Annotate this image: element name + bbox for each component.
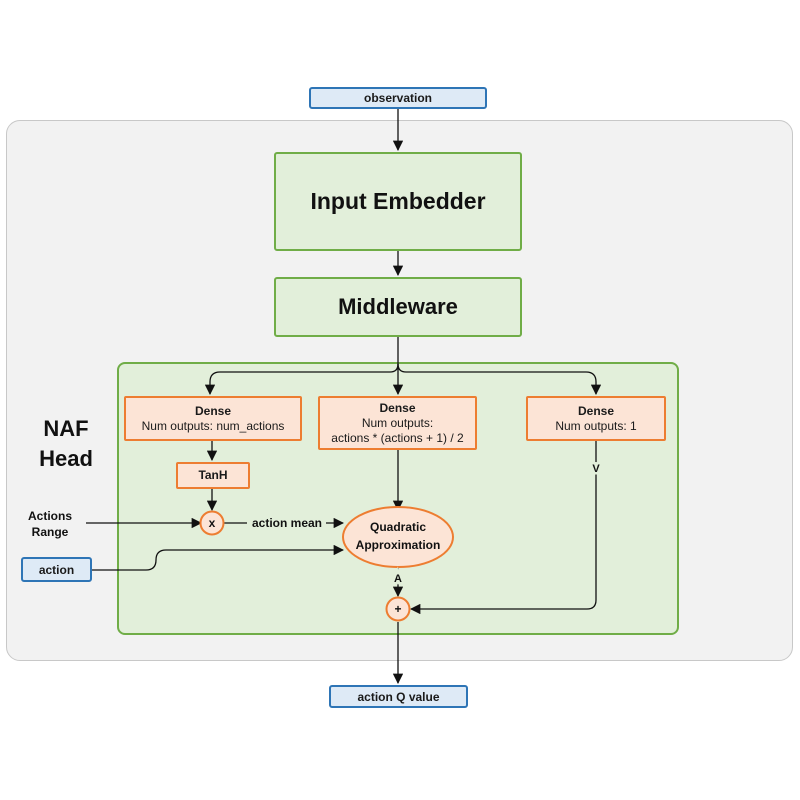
multiply-node: [199, 510, 225, 536]
quadratic-approximation-node: [342, 506, 454, 568]
input-embedder-block: Input Embedder: [274, 152, 522, 251]
actions-range-label: Actions Range: [14, 508, 86, 540]
dense-right-title: Dense: [577, 403, 615, 418]
add-node: [385, 596, 411, 622]
naf-head-label: NAF Head: [26, 414, 106, 474]
observation-input-node: observation: [309, 87, 487, 109]
action-input-node: action: [21, 557, 92, 582]
naf-head-label-line2: Head: [39, 446, 93, 471]
v-label: V: [592, 463, 600, 475]
edge-action-to-quadratic: [92, 544, 345, 571]
dense-mid-outputs-line2: actions * (actions + 1) / 2: [331, 430, 464, 445]
dense-value-block: Dense Num outputs: 1: [526, 396, 666, 441]
multiply-symbol: x: [209, 516, 216, 530]
tanh-block: TanH: [176, 462, 250, 489]
naf-head-label-line1: NAF: [43, 416, 89, 441]
add-symbol: +: [394, 602, 401, 616]
action-q-value-output-node: action Q value: [329, 685, 468, 708]
quadratic-line1: Quadratic: [370, 520, 426, 534]
dense-right-outputs: Num outputs: 1: [555, 418, 637, 433]
edge-to-dense-right: [397, 363, 602, 396]
actions-range-line1: Actions: [27, 509, 72, 523]
edge-to-dense-left: [204, 363, 399, 396]
dense-quadratic-params-block: Dense Num outputs: actions * (actions + …: [318, 396, 477, 450]
dense-mid-title: Dense: [379, 400, 416, 415]
quadratic-line2: Approximation: [356, 538, 441, 552]
middleware-block: Middleware: [274, 277, 522, 337]
dense-num-actions-block: Dense Num outputs: num_actions: [124, 396, 302, 441]
action-mean-label: action mean: [252, 516, 322, 530]
a-label: A: [394, 573, 402, 585]
dense-left-outputs: Num outputs: num_actions: [141, 418, 285, 433]
dense-left-title: Dense: [194, 403, 232, 418]
dense-mid-outputs-line1: Num outputs:: [361, 415, 434, 430]
actions-range-line2: Range: [31, 525, 69, 539]
edge-dense-right-to-add: [409, 441, 597, 615]
